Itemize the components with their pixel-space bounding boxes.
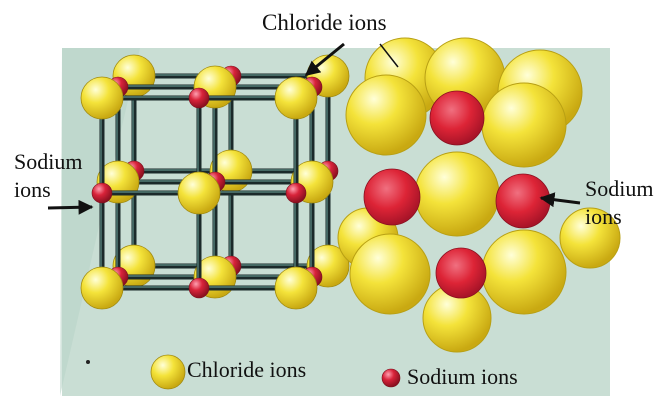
legend-chloride-ball xyxy=(150,354,186,390)
chloride-arrow xyxy=(304,42,345,77)
chloride-ions-label: Chloride ions xyxy=(262,10,387,35)
chloride-ion xyxy=(481,82,567,168)
chloride-pointer-line xyxy=(379,43,399,68)
background-speck xyxy=(86,360,90,364)
chloride-ion xyxy=(349,233,431,315)
chloride-ion xyxy=(274,76,318,120)
sodium-ion xyxy=(429,90,485,146)
chloride-ion xyxy=(274,266,318,310)
ball-and-stick-lattice xyxy=(80,54,350,310)
sodium-ions-label-left-line2: ions xyxy=(14,177,51,202)
chloride-ion xyxy=(481,229,567,315)
legend-chloride-text: Chloride ions xyxy=(187,357,307,382)
chloride-ion xyxy=(177,171,221,215)
sodium-left-arrow xyxy=(47,199,94,215)
sodium-ions-label-right-line1: Sodium xyxy=(585,176,654,201)
chloride-ion xyxy=(80,76,124,120)
sodium-right-arrow xyxy=(539,192,581,208)
chloride-ion xyxy=(414,151,500,237)
sodium-ion xyxy=(188,277,210,299)
sodium-ion xyxy=(188,87,210,109)
sodium-ion xyxy=(363,168,421,226)
legend-sodium-text: Sodium ions xyxy=(407,364,518,389)
sodium-ion xyxy=(91,182,113,204)
sodium-ion xyxy=(435,247,487,299)
sodium-ions-label-right-line2: ions xyxy=(585,204,622,229)
chloride-ion xyxy=(80,266,124,310)
sodium-ion xyxy=(285,182,307,204)
sodium-ions-label-left-line1: Sodium xyxy=(14,149,83,174)
space-filling-model xyxy=(337,37,621,353)
legend-sodium-ball xyxy=(381,368,401,388)
sodium-ion xyxy=(495,173,551,229)
chloride-ion-back xyxy=(559,207,621,269)
chloride-ion xyxy=(345,74,427,156)
